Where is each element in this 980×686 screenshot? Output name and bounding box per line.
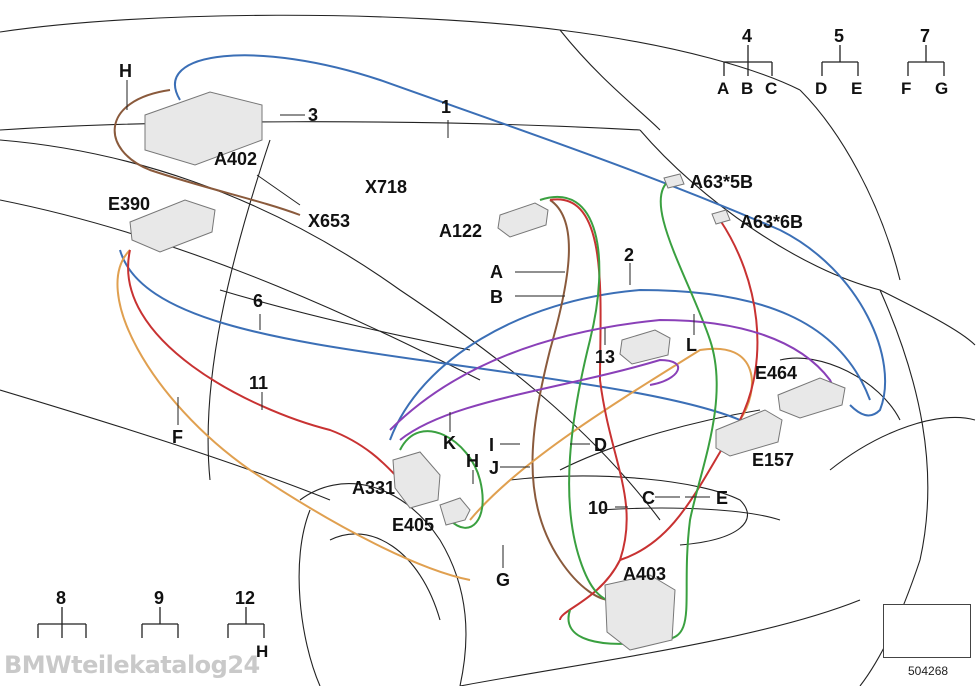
leader-lines [126,80,710,568]
label-A122: A122 [439,221,483,241]
label-13: 13 [595,347,616,367]
legend-12-child-H: H [256,642,269,661]
label-G: G [496,570,511,590]
module-E464-shape [777,377,846,419]
label-D: D [594,435,607,455]
label-H-top: H [119,61,132,81]
label-F: F [172,427,183,447]
module-A402-shape [144,91,263,166]
legend-7-parent: 7 [920,26,931,46]
label-A403: A403 [623,564,667,584]
label-L: L [686,335,697,355]
wire-green-1 [539,195,621,606]
module-E157-shape [715,409,783,457]
wire-blue-6 [119,249,741,421]
legend-8-parent: 8 [56,588,67,608]
label-B: B [490,287,503,307]
label-1: 1 [441,97,452,117]
label-A63-6B: A63*6B [740,212,804,232]
wire-purple-K [399,358,680,441]
label-X653: X653 [308,211,351,231]
label-X718: X718 [365,177,408,197]
label-A331: A331 [352,478,396,498]
wire-orange-L [469,347,753,521]
module-A331-shape [392,451,441,509]
label-J: J [489,458,500,478]
module-A63-6B-shape [711,209,731,225]
module-A63-5B-shape [663,173,685,189]
wire-brown-A [531,199,611,601]
label-E464: E464 [755,363,798,383]
label-10: 10 [588,498,609,518]
label-I: I [489,435,495,455]
wire-red-A63 [619,219,759,561]
module-E405-shape [439,497,471,526]
module-13-shape [619,329,671,365]
legend-7-child-F: F [901,79,912,98]
label-2: 2 [624,245,635,265]
car-body-outline [0,14,976,686]
components [129,91,846,651]
document-number: 504268 [908,664,949,678]
legend-trees [37,45,945,638]
legend-5-parent: 5 [834,26,845,46]
label-11: 11 [249,373,269,393]
label-A402: A402 [214,149,258,169]
wire-green-H [399,430,484,529]
wire-blue-2 [389,288,871,441]
label-E405: E405 [392,515,435,535]
legend-5-child-E: E [851,79,863,98]
label-E157: E157 [752,450,795,470]
module-A403-shape [604,574,676,651]
legend-4-parent: 4 [742,26,753,46]
legend-9-parent: 9 [154,588,165,608]
legend-5-child-D: D [815,79,828,98]
legend-4-child-A: A [717,79,730,98]
legend-12-parent: 12 [235,588,256,608]
label-E390: E390 [108,194,151,214]
wiring-harnesses [113,54,887,645]
label-E: E [716,488,729,508]
label-3: 3 [308,105,319,125]
label-C: C [642,488,655,508]
legend-4-child-C: C [765,79,778,98]
wire-brown-H [113,89,301,216]
label-A63-5B: A63*5B [690,172,754,192]
module-A122-shape [497,202,549,238]
label-H-mid: H [466,451,479,471]
label-A: A [490,262,503,282]
wire-blue-1 [174,54,887,417]
module-E390-shape [129,199,216,253]
watermark-text: BMWteilekatalog24 [4,651,260,679]
legend-4-child-B: B [741,79,754,98]
wire-orange-F [116,249,471,581]
wire-red-11 [127,249,401,481]
nav-arrow-icon[interactable] [883,604,971,658]
legend-7-child-G: G [935,79,949,98]
label-6: 6 [253,291,264,311]
wire-red-A403 [549,198,628,621]
label-K: K [443,433,456,453]
